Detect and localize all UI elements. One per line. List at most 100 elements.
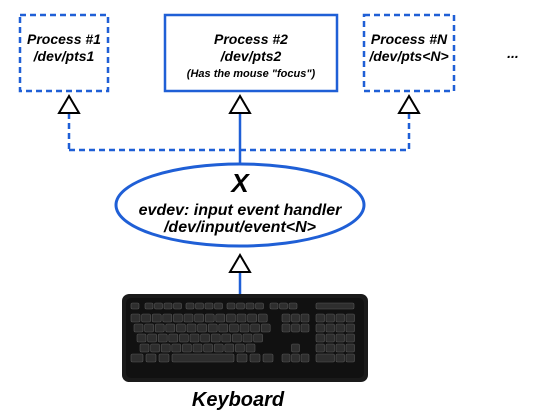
keyboard-key	[185, 302, 195, 310]
keyboard-key	[288, 302, 298, 310]
keyboard-key	[204, 302, 214, 310]
keyboard-key	[232, 333, 242, 343]
keyboard-keys	[130, 302, 355, 363]
keyboard-key	[154, 323, 165, 333]
process-2-box	[163, 13, 339, 93]
keyboard-key	[145, 353, 157, 363]
keyboard-key	[203, 343, 213, 353]
keyboard-key	[189, 333, 200, 343]
keyboard-key	[281, 313, 291, 323]
keyboard-key	[250, 323, 260, 333]
keyboard-key	[210, 333, 221, 343]
keyboard-key	[197, 323, 207, 333]
keyboard-key	[186, 323, 197, 333]
keyboard-key	[315, 323, 325, 333]
keyboard-key	[133, 323, 144, 333]
keyboard-key	[291, 313, 300, 323]
keyboard-key	[163, 302, 173, 310]
keyboard-key	[214, 302, 223, 310]
arrowhead-process-2	[228, 94, 252, 114]
keyboard-key	[236, 302, 245, 310]
keyboard-key	[279, 302, 288, 310]
keyboard-key	[255, 302, 264, 310]
more-indicator: ...	[507, 45, 519, 61]
keyboard-key	[335, 313, 345, 323]
keyboard-key	[141, 313, 151, 323]
process-1-box	[18, 13, 110, 93]
keyboard-key	[157, 333, 168, 343]
keyboard-key	[325, 333, 335, 343]
keyboard-key	[249, 353, 261, 363]
process-2-device: /dev/pts2	[220, 48, 282, 64]
keyboard-key	[315, 302, 355, 310]
arrowhead-process-1	[57, 94, 81, 114]
keyboard-key	[144, 323, 154, 333]
keyboard-key	[224, 343, 235, 353]
x-server-ellipse	[114, 162, 366, 248]
keyboard-key	[160, 343, 171, 353]
process-n-box	[362, 13, 456, 93]
keyboard-key	[213, 343, 224, 353]
keyboard-key	[260, 323, 271, 333]
process-2-title: Process #2	[214, 31, 288, 47]
process-n-title: Process #N	[371, 31, 448, 47]
keyboard-key	[335, 343, 345, 353]
keyboard-key	[247, 313, 257, 323]
process-1-device: /dev/pts1	[33, 48, 95, 64]
keyboard-key	[300, 323, 310, 333]
keyboard-key	[171, 343, 182, 353]
keyboard-key	[183, 313, 194, 323]
keyboard-key	[150, 343, 160, 353]
keyboard-key	[226, 302, 236, 310]
keyboard-key	[335, 333, 345, 343]
keyboard-key	[130, 302, 140, 310]
keyboard-key	[345, 333, 355, 343]
keyboard-label: Keyboard	[192, 389, 285, 411]
keyboard-key	[291, 323, 300, 333]
keyboard-key	[229, 323, 239, 333]
keyboard-key	[281, 353, 291, 363]
keyboard-key	[345, 343, 355, 353]
keyboard-key	[245, 343, 256, 353]
keyboard-key	[325, 323, 335, 333]
keyboard-key	[235, 343, 245, 353]
keyboard-key	[168, 333, 179, 343]
keyboard-key	[173, 302, 182, 310]
keyboard-key	[207, 323, 218, 333]
keyboard-key	[218, 323, 229, 333]
keyboard-key	[144, 302, 154, 310]
keyboard-key	[194, 313, 204, 323]
keyboard-key	[300, 313, 310, 323]
keyboard-key	[315, 333, 325, 343]
keyboard-key	[158, 353, 170, 363]
keyboard-key	[257, 313, 268, 323]
keyboard-key	[291, 343, 300, 353]
keyboard-key	[154, 302, 163, 310]
keyboard-key	[269, 302, 279, 310]
x-server-label: X	[229, 168, 250, 198]
keyboard-key	[151, 313, 162, 323]
keyboard-key	[162, 313, 173, 323]
process-n-device: /dev/pts<N>	[368, 48, 448, 64]
arrowhead-keyboard	[228, 253, 252, 273]
keyboard-key	[171, 353, 235, 363]
process-2-note: (Has the mouse "focus")	[187, 68, 316, 80]
keyboard-key	[245, 302, 255, 310]
keyboard-key	[200, 333, 210, 343]
keyboard-key	[345, 323, 355, 333]
keyboard-key	[236, 313, 247, 323]
keyboard-key	[300, 353, 310, 363]
keyboard-key	[221, 333, 232, 343]
keyboard-key	[179, 333, 189, 343]
keyboard-key	[176, 323, 186, 333]
keyboard-key	[335, 323, 345, 333]
keyboard-key	[253, 333, 263, 343]
arrowhead-process-n	[397, 94, 421, 114]
keyboard-key	[281, 323, 291, 333]
keyboard-key	[239, 323, 250, 333]
process-1-title: Process #1	[27, 31, 101, 47]
keyboard-icon	[122, 294, 368, 382]
keyboard-key	[345, 353, 355, 363]
keyboard-key	[325, 343, 335, 353]
